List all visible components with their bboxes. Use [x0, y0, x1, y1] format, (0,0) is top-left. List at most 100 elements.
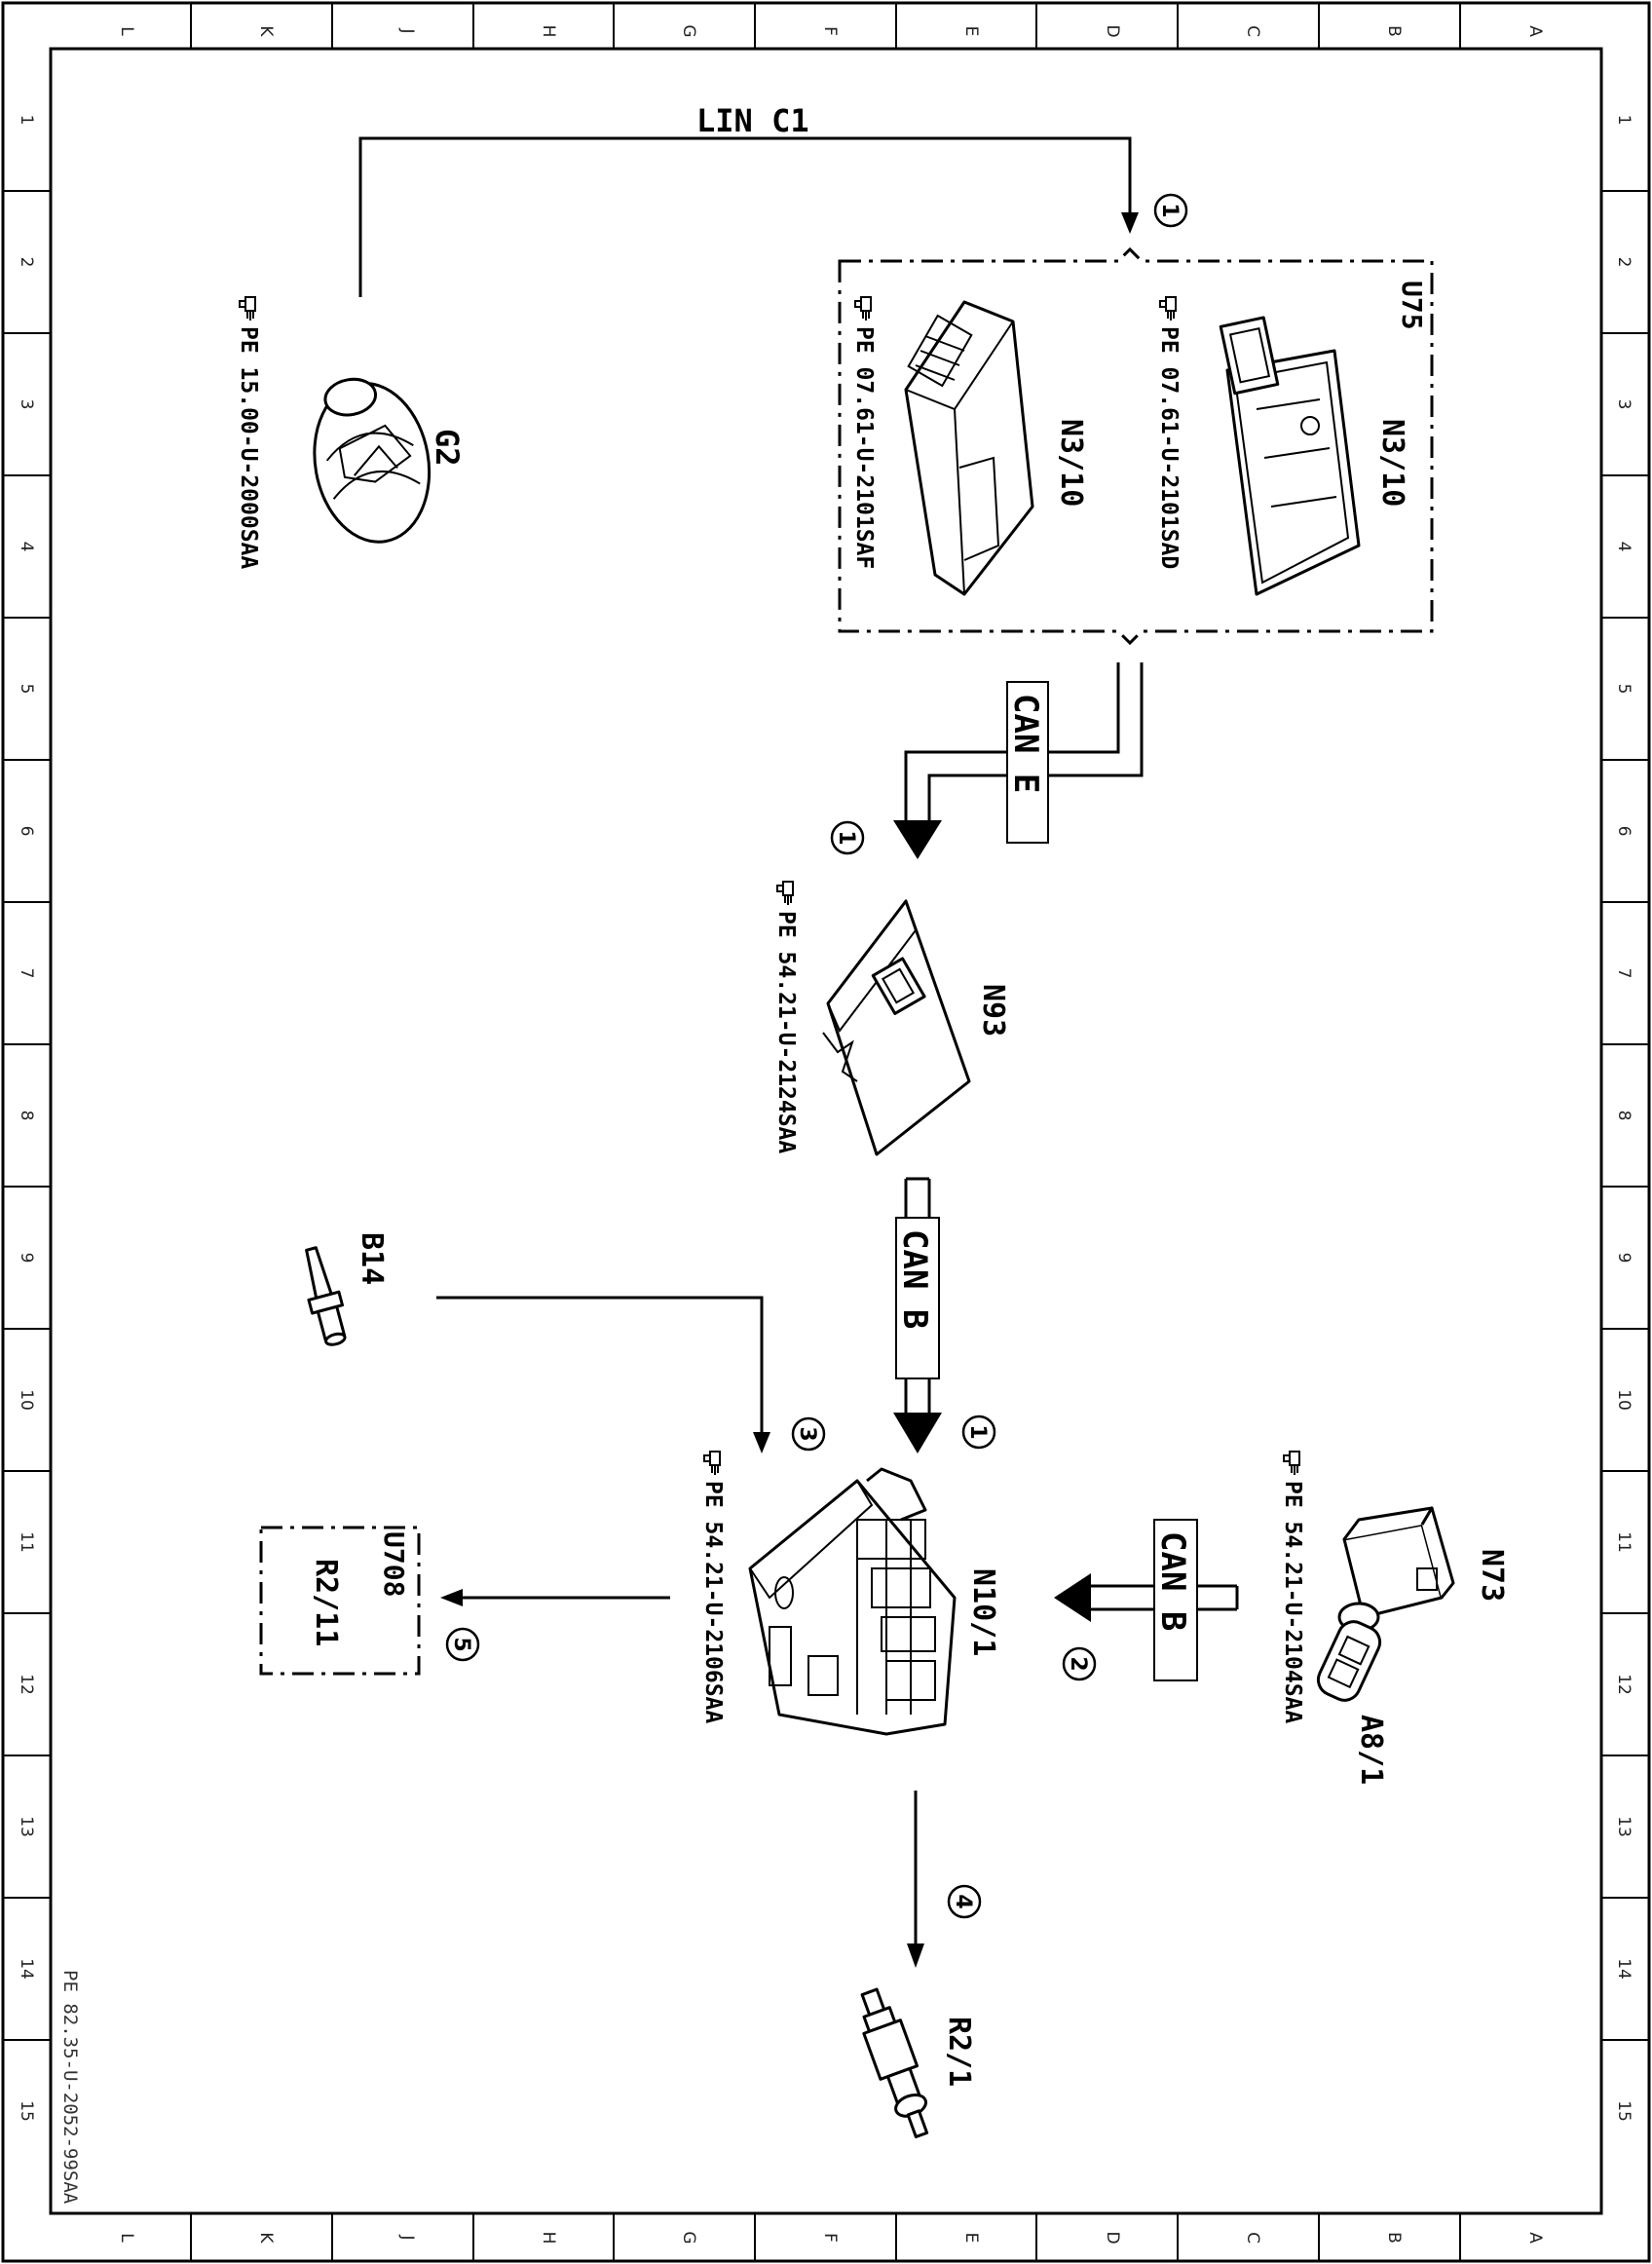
- hand-icon: [703, 1451, 721, 1476]
- r2-1-label: R2/1: [942, 2017, 976, 2087]
- col-label-top-j: J: [397, 27, 417, 33]
- col-label-bottom-a: A: [1525, 2232, 1545, 2244]
- svg-text:2: 2: [1066, 1656, 1090, 1671]
- col-label-top-d: D: [1103, 24, 1122, 37]
- svg-text:PE 15.00-U-2000SAA: PE 15.00-U-2000SAA: [236, 326, 261, 569]
- r2-1-component: [860, 1987, 929, 2138]
- svg-text:PE 07.61-U-2101SAD: PE 07.61-U-2101SAD: [1156, 326, 1182, 569]
- col-label-top-e: E: [961, 26, 981, 37]
- row-label-left-8: 8: [17, 1111, 36, 1121]
- lin-c1-label: LIN C1: [696, 102, 809, 139]
- n3-10-module-component: [904, 300, 1034, 596]
- row-label-right-12: 12: [1614, 1674, 1633, 1695]
- col-label-bottom-h: H: [539, 2232, 558, 2245]
- row-label-left-11: 11: [17, 1531, 36, 1553]
- col-label-top-a: A: [1525, 25, 1545, 37]
- n10-1-label: N10/1: [966, 1568, 1000, 1656]
- row-label-right-4: 4: [1614, 542, 1633, 552]
- svg-text:PE 54.21-U-2124SAA: PE 54.21-U-2124SAA: [773, 911, 799, 1153]
- b14-label: B14: [355, 1232, 389, 1285]
- marker-4: 4: [947, 1884, 982, 1919]
- svg-text:1: 1: [834, 830, 858, 845]
- row-label-right-3: 3: [1614, 399, 1633, 410]
- row-label-left-1: 1: [17, 115, 36, 126]
- u75-label: U75: [1396, 281, 1428, 330]
- marker-1-can-b: 1: [961, 1415, 996, 1450]
- u708-line: [440, 1589, 670, 1606]
- u708-group-box: [259, 1526, 421, 1676]
- row-label-right-7: 7: [1614, 968, 1633, 979]
- n3-10-b-label: N3/10: [1054, 419, 1088, 507]
- row-label-right-9: 9: [1614, 1253, 1633, 1264]
- row-label-left-6: 6: [17, 826, 36, 837]
- n93-component: [822, 898, 971, 1156]
- row-label-right-10: 10: [1614, 1389, 1633, 1411]
- col-label-bottom-f: F: [820, 2233, 840, 2243]
- n3-10-ecu-component: [1219, 316, 1361, 596]
- marker-1-can-e: 1: [830, 820, 865, 855]
- svg-text:3: 3: [795, 1426, 819, 1441]
- marker-3: 3: [791, 1416, 826, 1452]
- row-label-left-5: 5: [17, 684, 36, 695]
- col-label-top-h: H: [539, 25, 558, 38]
- inner-frame: [49, 47, 1603, 2215]
- col-label-bottom-e: E: [961, 2233, 981, 2244]
- hand-icon: [776, 881, 794, 906]
- hand-icon: [854, 296, 872, 321]
- marker-1-top: 1: [1153, 193, 1188, 228]
- col-label-bottom-b: B: [1384, 2232, 1404, 2244]
- col-label-top-f: F: [820, 26, 840, 36]
- column-ticks: [190, 3, 1461, 2261]
- col-label-top-c: C: [1243, 25, 1262, 37]
- n73-component: [1337, 1506, 1455, 1633]
- col-label-bottom-j: J: [397, 2234, 417, 2240]
- row-label-left-4: 4: [17, 542, 36, 552]
- row-label-right-13: 13: [1614, 1816, 1633, 1837]
- col-label-bottom-l: L: [117, 2233, 136, 2243]
- g2-ref: PE 15.00-U-2000SAA: [236, 296, 261, 569]
- row-label-left-2: 2: [17, 257, 36, 268]
- row-label-left-12: 12: [17, 1674, 36, 1695]
- n73-ref: PE 54.21-U-2104SAA: [1280, 1451, 1305, 1723]
- u708-label: U708: [378, 1531, 410, 1597]
- n3-10-a-ref: PE 07.61-U-2101SAD: [1156, 296, 1182, 569]
- col-label-top-b: B: [1384, 25, 1404, 37]
- can-b-1-label-box: [895, 1217, 940, 1379]
- document-ref: PE 82.35-U-2052-99SAA: [59, 1970, 81, 2205]
- row-label-left-10: 10: [17, 1389, 36, 1411]
- hand-icon: [239, 296, 256, 321]
- row-label-right-15: 15: [1614, 2100, 1633, 2122]
- g2-label: G2: [429, 429, 466, 467]
- col-label-top-l: L: [117, 26, 136, 36]
- row-label-right-14: 14: [1614, 1958, 1633, 1980]
- can-b-1-label: CAN B: [895, 1229, 934, 1329]
- svg-text:4: 4: [951, 1894, 975, 1908]
- n3-10-b-ref: PE 07.61-U-2101SAF: [851, 296, 877, 569]
- can-e-label-box: [1006, 681, 1049, 844]
- svg-text:PE 54.21-U-2104SAA: PE 54.21-U-2104SAA: [1280, 1481, 1305, 1723]
- hand-icon: [1159, 296, 1177, 321]
- r2-11-label: R2/11: [309, 1559, 343, 1646]
- marker-5: 5: [445, 1627, 480, 1662]
- can-b-2-label-box: [1153, 1519, 1198, 1681]
- n3-10-a-label: N3/10: [1375, 419, 1409, 507]
- row-label-right-8: 8: [1614, 1111, 1633, 1121]
- row-label-right-6: 6: [1614, 826, 1633, 837]
- row-label-left-7: 7: [17, 968, 36, 979]
- hand-icon: [1283, 1451, 1300, 1476]
- a8-1-label: A8/1: [1354, 1715, 1388, 1785]
- a8-1-key-component: [1316, 1620, 1382, 1702]
- u75-group-box: [838, 246, 1434, 646]
- b14-line: [436, 1296, 770, 1453]
- svg-text:5: 5: [449, 1637, 473, 1651]
- n10-1-component: [748, 1467, 957, 1736]
- col-label-top-k: K: [256, 25, 276, 37]
- col-label-bottom-g: G: [679, 2231, 698, 2244]
- can-e-label: CAN E: [1006, 694, 1045, 793]
- svg-text:1: 1: [1157, 203, 1182, 217]
- row-label-left-13: 13: [17, 1816, 36, 1837]
- col-label-bottom-k: K: [256, 2232, 276, 2244]
- row-label-left-3: 3: [17, 399, 36, 410]
- row-label-left-15: 15: [17, 2100, 36, 2122]
